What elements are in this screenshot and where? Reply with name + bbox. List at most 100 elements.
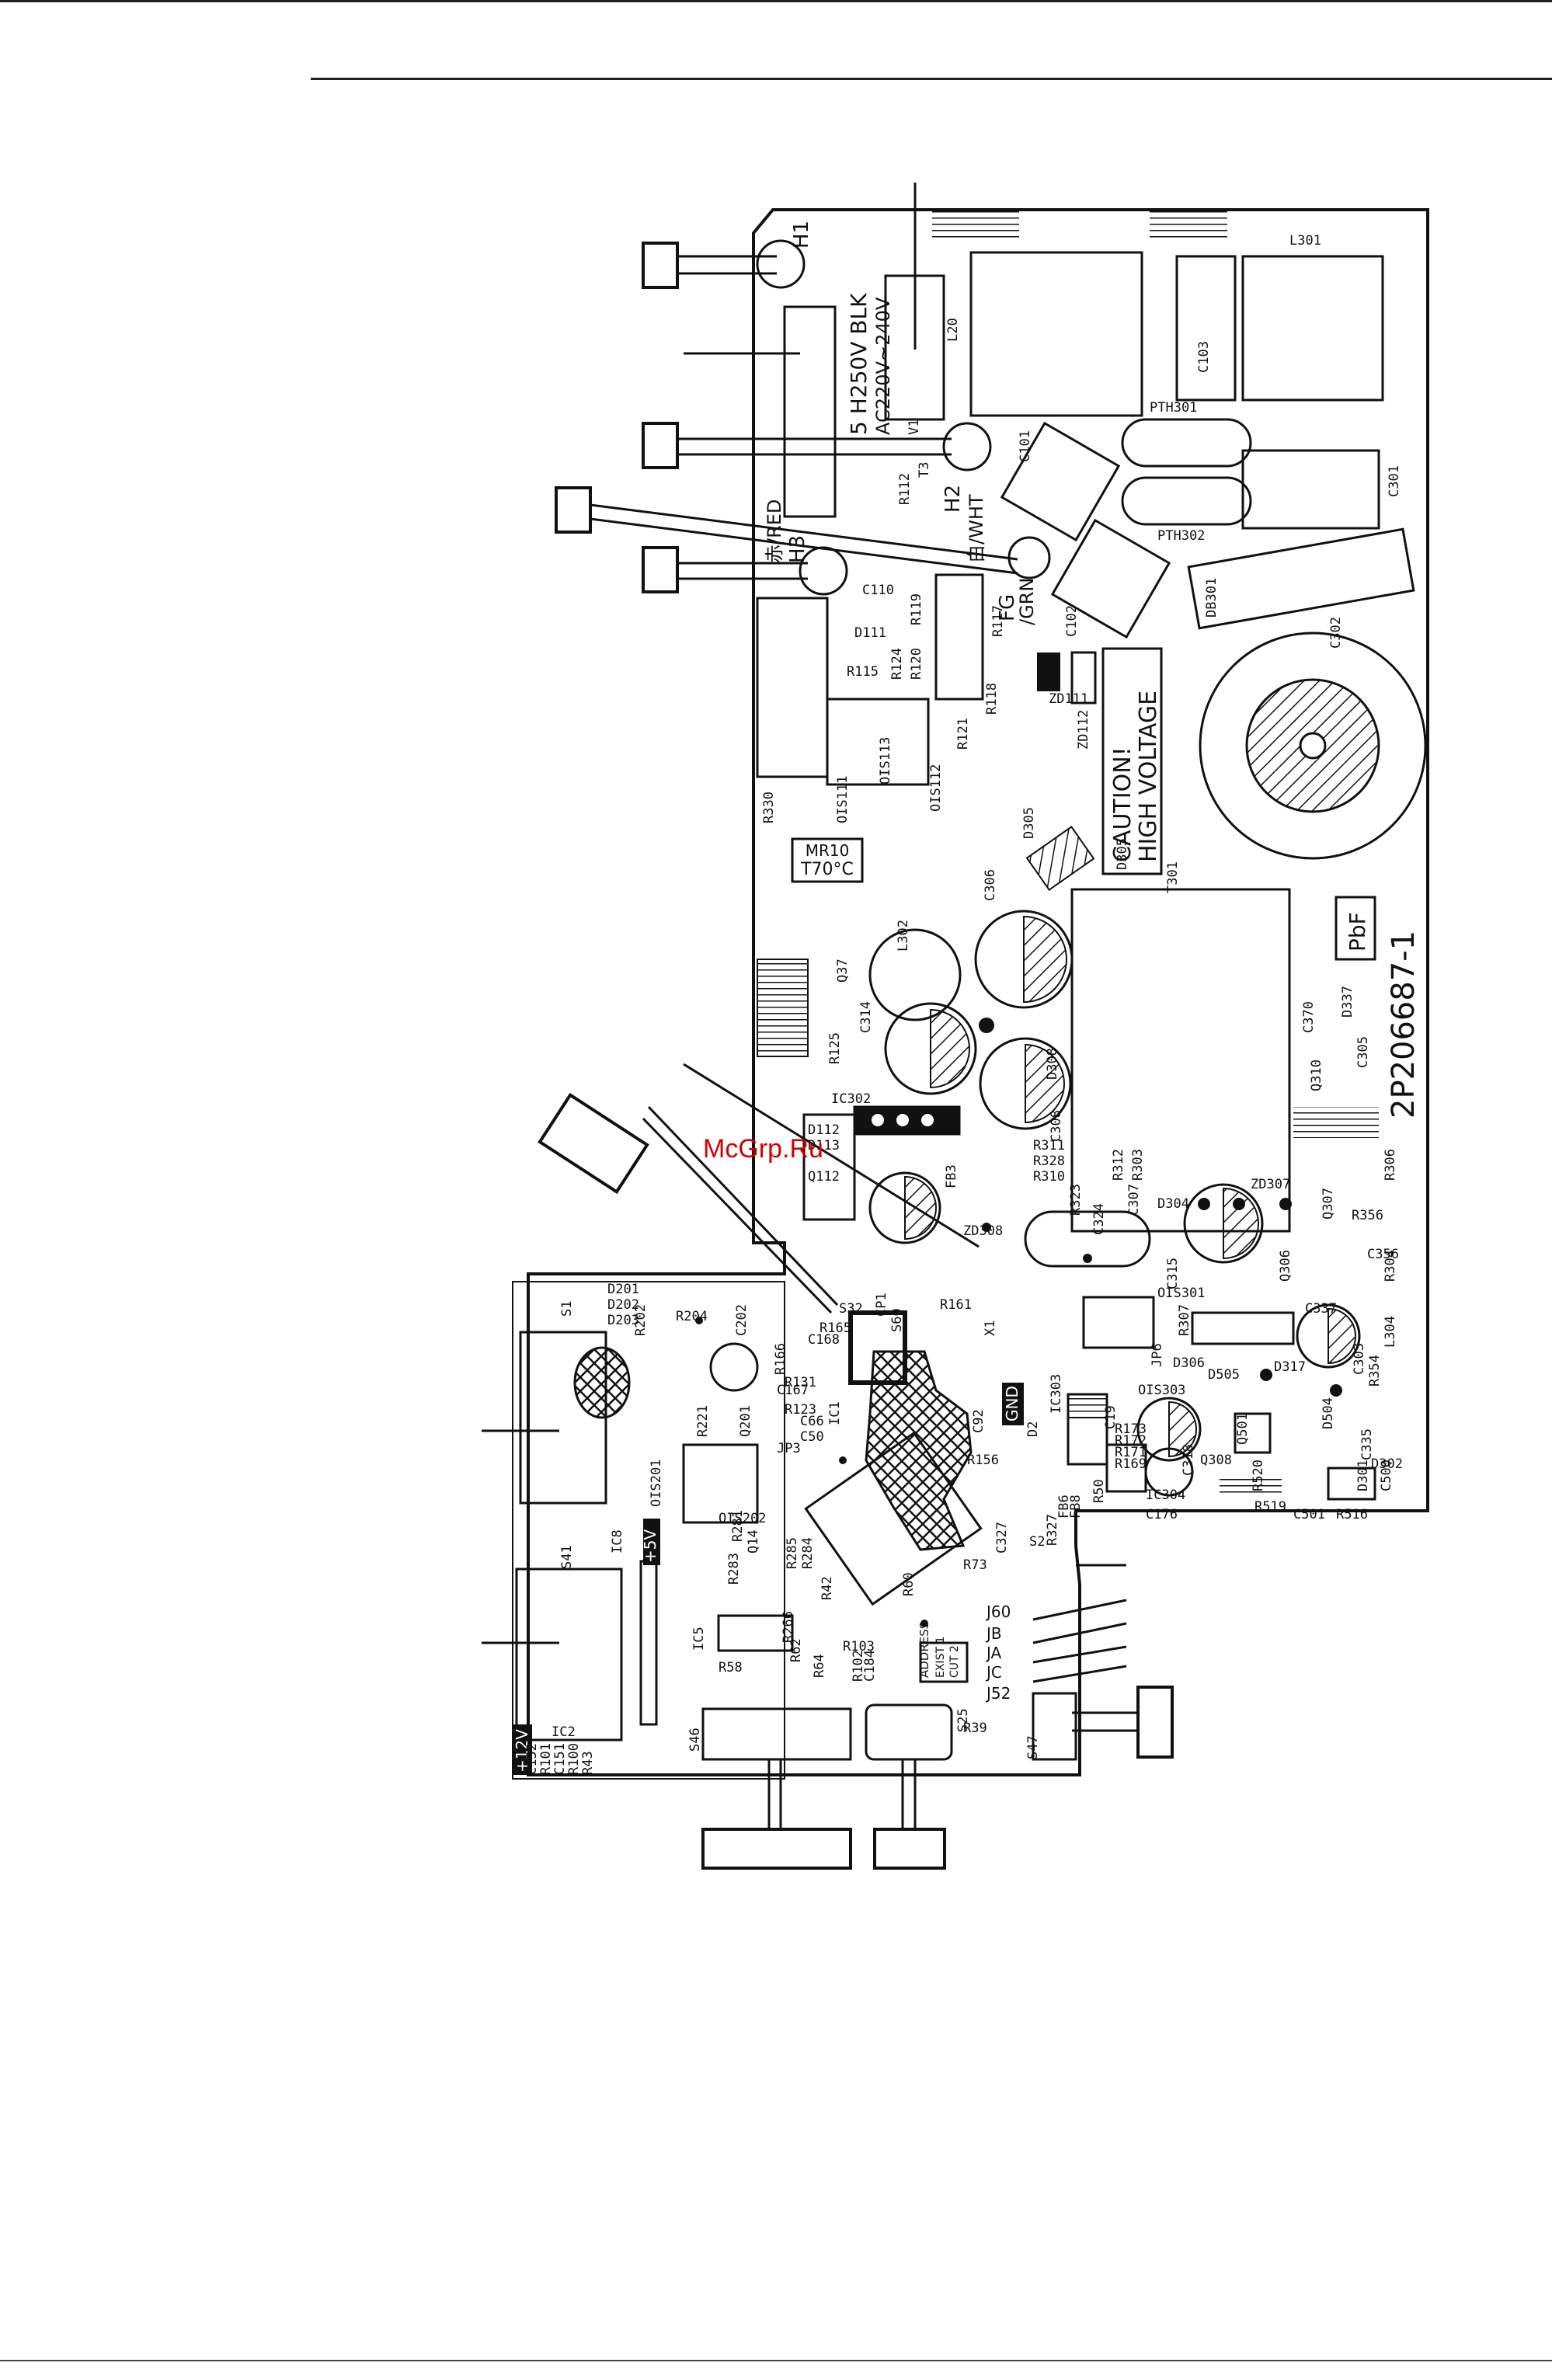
component-designator: C324 xyxy=(1091,1203,1107,1235)
component-designator: R519 xyxy=(1254,1499,1286,1515)
component-designator: S1 xyxy=(559,1301,575,1317)
component-designator: R266 xyxy=(781,1611,796,1643)
component-designator: C303 xyxy=(1352,1343,1367,1375)
s32-connector-fill xyxy=(848,1310,907,1385)
ic302-pin-3 xyxy=(921,1114,934,1126)
lower-board-section xyxy=(512,1281,785,1780)
terminal-h3-label: H3 xyxy=(786,535,809,563)
terminal-h1-label: H1 xyxy=(790,221,813,249)
component-designator: S46 xyxy=(687,1728,703,1752)
address-row-1: EXIST 1 xyxy=(934,1637,947,1678)
component-designator: R161 xyxy=(940,1297,972,1313)
pth301 xyxy=(1121,418,1252,468)
component-designator: PTH301 xyxy=(1150,400,1197,416)
component-designator: D301 xyxy=(1355,1460,1371,1491)
thermal-fuse-line-2: T70°C xyxy=(800,860,854,879)
component-designator: IC5 xyxy=(691,1627,707,1651)
varistor-v1 xyxy=(884,274,945,421)
fuse-holder xyxy=(783,305,837,518)
component-designator: FB6 xyxy=(1056,1494,1072,1519)
component-designator: R520 xyxy=(1251,1460,1266,1491)
mark-5v-bg xyxy=(643,1519,660,1565)
capacitor-c103 xyxy=(1175,255,1237,402)
component-designator: D305 xyxy=(1021,807,1037,839)
capacitor-c102 xyxy=(1050,518,1171,639)
caution-line-1: CAUTION! xyxy=(1109,746,1136,862)
component-designator: C103 xyxy=(1196,341,1212,373)
optocoupler-block xyxy=(826,698,930,786)
cap-c324-body xyxy=(1024,1210,1151,1268)
component-designator: S60 xyxy=(889,1308,905,1332)
caution-box xyxy=(1101,647,1163,875)
pbf-mark: PbF xyxy=(1345,912,1370,952)
component-designator: Q112 xyxy=(808,1169,840,1185)
component-designator: D203 xyxy=(607,1313,639,1328)
zd111-block xyxy=(1037,652,1060,691)
callout-box-s46 xyxy=(701,1828,852,1870)
component-designator: R43 xyxy=(580,1751,596,1775)
address-row-2: CUT 2 xyxy=(948,1645,961,1678)
leader-lines xyxy=(482,183,1138,1829)
rating-line-2: AC220V~240V xyxy=(872,297,894,435)
component-designator: R171 xyxy=(1115,1445,1147,1460)
component-designator: R42 xyxy=(819,1576,835,1600)
c315-hatch xyxy=(1223,1187,1259,1260)
callout-boxes xyxy=(538,242,1174,1870)
jumper-label: J60 xyxy=(985,1602,1011,1621)
component-designator: R125 xyxy=(827,1032,843,1064)
component-designator: OIS202 xyxy=(719,1511,766,1526)
component-designator: Q37 xyxy=(835,959,851,983)
component-designator: C318 xyxy=(1181,1444,1196,1476)
component-designator: D305 xyxy=(1115,838,1130,870)
component-designator: R120 xyxy=(909,648,924,680)
component-designator: C151 xyxy=(552,1743,568,1775)
component-designator: IC304 xyxy=(1146,1488,1185,1503)
component-designator: C327 xyxy=(994,1522,1010,1554)
c306-hatch xyxy=(1023,915,1067,1004)
c302-core xyxy=(1299,732,1327,760)
component-designator: D201 xyxy=(607,1282,639,1297)
component-designator: C500 xyxy=(1379,1460,1394,1491)
terminal-fg-label: FG xyxy=(996,594,1019,621)
terminal-h3 xyxy=(799,546,848,596)
component-designator: IC2 xyxy=(552,1724,576,1740)
callout-box-s25 xyxy=(873,1828,946,1870)
component-designator: C315 xyxy=(1165,1258,1181,1289)
transformer-t301 xyxy=(1070,888,1291,1233)
c314-hatch xyxy=(930,1008,970,1089)
capacitor-c315 xyxy=(1183,1183,1264,1264)
c337-hatch xyxy=(1328,1307,1356,1365)
component-designator: R327 xyxy=(1045,1514,1060,1546)
mark-gnd: GND xyxy=(1003,1386,1021,1421)
c324-hatch xyxy=(904,1175,937,1240)
component-designator: C314 xyxy=(858,1001,874,1033)
component-designator: R356 xyxy=(1352,1208,1383,1223)
component-designator: R62 xyxy=(788,1638,804,1662)
component-designator: R58 xyxy=(719,1660,743,1675)
component-designator: R131 xyxy=(785,1375,816,1390)
component-designator: R39 xyxy=(963,1721,987,1736)
terminal-h3-color-label: 赤/RED xyxy=(764,499,785,563)
mark-12v-bg xyxy=(513,1724,532,1775)
component-designator: L301 xyxy=(1289,233,1321,249)
component-designator: R354 xyxy=(1367,1355,1383,1387)
component-designator: R312 xyxy=(1111,1149,1126,1181)
page-bottom-rule xyxy=(0,2360,1552,2361)
capacitor-c337 xyxy=(1296,1303,1361,1369)
component-designator: X1 xyxy=(983,1320,998,1336)
component-designator: R101 xyxy=(538,1743,554,1775)
component-designator: L20 xyxy=(945,318,961,342)
component-designator: D302 xyxy=(1371,1456,1403,1472)
fuse-block-l20 xyxy=(969,251,1143,417)
component-designator: Q201 xyxy=(738,1405,753,1437)
terminal-h2 xyxy=(942,422,992,471)
component-designator: D112 xyxy=(808,1122,840,1138)
component-designator: R124 xyxy=(889,648,905,680)
jumper-label: JA xyxy=(985,1644,1002,1662)
callout-box-fg xyxy=(555,486,592,534)
choke-l301 xyxy=(1241,255,1384,402)
mark-5v: +5V xyxy=(641,1529,659,1563)
component-designator: C184 xyxy=(862,1650,878,1682)
capacitor-c302 xyxy=(1199,632,1427,860)
component-designator: S47 xyxy=(1025,1735,1041,1759)
